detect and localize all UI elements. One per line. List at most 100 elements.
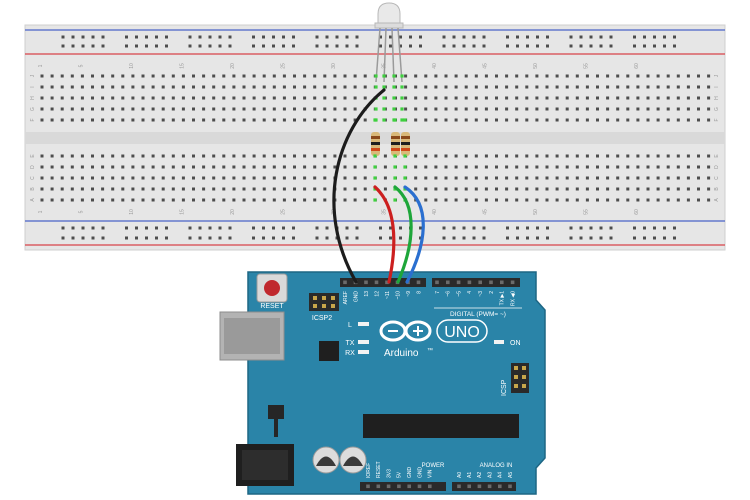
rail-hole: [663, 35, 666, 39]
breadboard-hole: [424, 74, 428, 78]
breadboard-hole: [414, 176, 418, 180]
breadboard-hole: [636, 154, 640, 158]
rail-hole: [262, 226, 265, 230]
breadboard-hole: [262, 96, 266, 100]
column-number-top: 60: [634, 63, 640, 69]
breadboard-hole: [212, 107, 216, 111]
rail-hole: [599, 44, 603, 48]
breadboard-hole: [232, 85, 236, 89]
rail-hole: [81, 44, 85, 48]
column-number-top: 1: [38, 64, 44, 67]
breadboard: 1155101015152020252530303535404045455050…: [24, 24, 726, 251]
breadboard-hole: [464, 198, 468, 202]
rail-hole: [292, 35, 295, 39]
breadboard-hole: [697, 118, 700, 122]
breadboard-hole: [616, 154, 620, 158]
breadboard-hole: [303, 176, 307, 180]
breadboard-hole: [161, 198, 165, 202]
breadboard-hole: [151, 85, 155, 89]
rail-hole: [653, 236, 656, 240]
breadboard-hole: [303, 85, 307, 89]
breadboard-hole: [313, 154, 317, 158]
breadboard-hole: [141, 85, 145, 89]
breadboard-hole: [606, 198, 610, 202]
icsp2-pin: [313, 304, 317, 308]
rail-hole: [91, 236, 95, 240]
breadboard-hole: [626, 74, 630, 78]
breadboard-hole: [171, 118, 175, 122]
breadboard-hole: [242, 85, 246, 89]
breadboard-hole: [646, 187, 650, 191]
top-header-pin: [435, 280, 439, 285]
breadboard-hole: [323, 154, 327, 158]
breadboard-hole: [181, 198, 185, 202]
breadboard-hole: [424, 198, 428, 202]
breadboard-hole: [242, 176, 246, 180]
breadboard-hole: [484, 176, 488, 180]
breadboard-hole: [313, 118, 317, 122]
breadboard-hole: [363, 198, 367, 202]
rail-hole: [282, 236, 285, 240]
breadboard-hole: [464, 154, 468, 158]
breadboard-hole: [686, 165, 690, 169]
breadboard-hole: [171, 176, 175, 180]
breadboard-hole: [171, 74, 175, 78]
rail-hole: [208, 226, 212, 230]
breadboard-hole: [676, 187, 680, 191]
breadboard-hole: [555, 198, 559, 202]
rail-hole: [208, 35, 212, 39]
breadboard-hole: [333, 118, 337, 122]
breadboard-hole: [171, 85, 175, 89]
breadboard-hole: [404, 85, 408, 89]
breadboard-hole: [676, 198, 680, 202]
breadboard-hole: [707, 176, 711, 180]
top-pin-label: 13: [364, 291, 370, 297]
breadboard-hole: [444, 187, 448, 191]
rail-hole: [609, 226, 613, 230]
breadboard-hole: [91, 74, 94, 78]
breadboard-hole: [80, 85, 84, 89]
breadboard-hole: [495, 198, 498, 202]
rail-hole: [506, 44, 509, 48]
breadboard-hole: [323, 198, 327, 202]
breadboard-hole: [40, 96, 44, 100]
rail-hole: [516, 44, 519, 48]
rail-hole: [355, 236, 359, 240]
top-header-pin: [364, 280, 368, 285]
breadboard-hole: [404, 96, 408, 100]
icsp-pin: [514, 375, 518, 379]
connected-hole: [403, 176, 407, 180]
breadboard-hole: [353, 165, 357, 169]
rail-hole: [536, 35, 539, 39]
breadboard-hole: [495, 165, 498, 169]
breadboard-hole: [363, 165, 367, 169]
breadboard-hole: [303, 74, 307, 78]
rail-hole: [442, 226, 446, 230]
breadboard-hole: [282, 85, 286, 89]
breadboard-hole: [212, 74, 216, 78]
resistor-red: [371, 132, 380, 156]
breadboard-hole: [646, 176, 650, 180]
bottom-header-pins: [366, 484, 512, 489]
connected-holes: [373, 74, 407, 202]
analog-pin-label: A1: [467, 472, 473, 478]
breadboard-hole: [50, 85, 54, 89]
reset-button-cap[interactable]: [264, 280, 280, 296]
top-header-pin: [467, 280, 472, 285]
column-number-bottom: 40: [432, 209, 438, 215]
breadboard-hole: [353, 107, 357, 111]
breadboard-hole: [111, 96, 115, 100]
breadboard-hole: [484, 107, 488, 111]
icsp2-pins: [313, 296, 335, 308]
rail-hole: [663, 236, 666, 240]
breadboard-hole: [565, 154, 569, 158]
top-header-pin: [500, 280, 504, 285]
breadboard-hole: [454, 96, 458, 100]
breadboard-hole: [646, 198, 650, 202]
breadboard-hole: [414, 118, 418, 122]
rail-hole: [589, 236, 593, 240]
breadboard-hole: [161, 187, 165, 191]
rail-hole: [188, 236, 192, 240]
breadboard-hole: [131, 96, 135, 100]
